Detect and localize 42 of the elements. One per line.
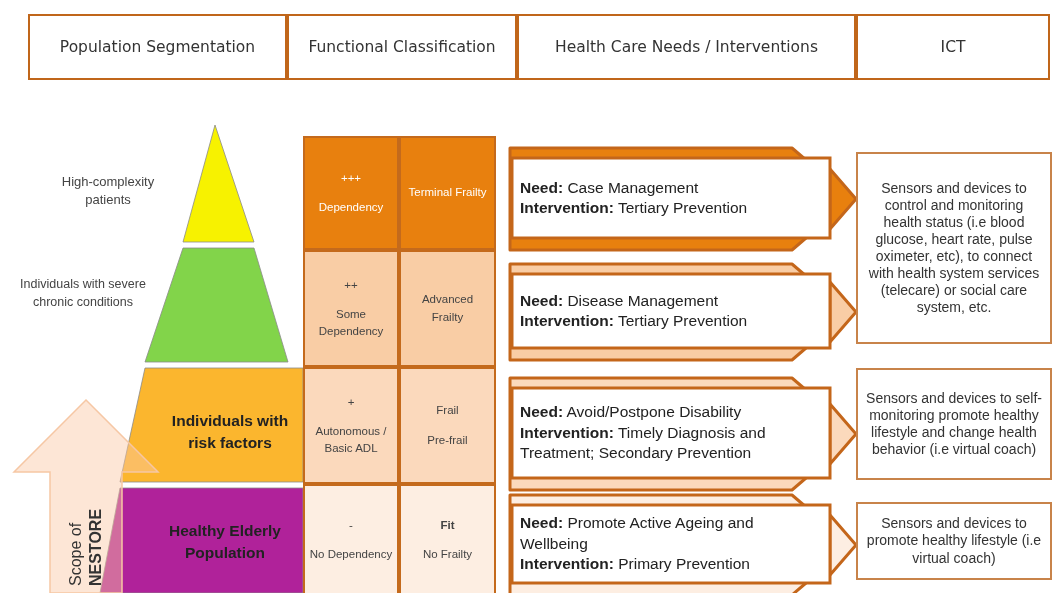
cell-text: Some Dependency — [317, 306, 385, 340]
cell-text: Dependency — [318, 200, 384, 215]
column-header: Health Care Needs / Interventions — [517, 14, 856, 80]
classification-cell — [399, 367, 496, 484]
classification-cell — [399, 136, 496, 250]
tier-label: Individuals with risk factors — [170, 411, 290, 453]
classification-cell — [303, 136, 399, 250]
cell-text: - — [349, 517, 353, 533]
need-intervention-text: Need: Promote Active Ageing and Wellbeing — [520, 513, 755, 554]
classification-cell — [399, 250, 496, 367]
column-header: Functional Classification — [287, 14, 517, 80]
tier-label: Individuals with severe chronic conditions — [19, 276, 147, 311]
classification-cell — [303, 367, 399, 484]
cell-text: + — [347, 394, 355, 410]
classification-cell — [303, 250, 399, 367]
column-header: Population Segmentation — [28, 14, 287, 80]
need-intervention-text: Intervention: Tertiary Prevention — [520, 198, 749, 218]
need-intervention-text: Need: Avoid/Postpone Disability — [520, 402, 743, 423]
ict-description-box: Sensors and devices to promote healthy lifestyle (i.e virtual coach) — [856, 502, 1052, 580]
need-intervention-text: Need: Case Management — [520, 177, 700, 198]
cell-text: Pre-frail — [427, 432, 468, 448]
ict-description-box: Sensors and devices to self-monitoring promote healthy lifestyle and change health behavior (i.e virtual coach) — [856, 368, 1052, 480]
cell-text: No Frailty — [422, 547, 473, 562]
cell-text: Fit — [440, 517, 455, 533]
scope-label: Scope of NESTORE — [66, 507, 105, 586]
need-intervention-text: Intervention: Primary Prevention — [520, 554, 751, 575]
cell-text: Advanced Frailty — [420, 292, 475, 325]
need-intervention-text: Need: Disease Management — [520, 290, 720, 311]
column-header: ICT — [856, 14, 1050, 80]
ict-description-box: Sensors and devices to control and monitoring health status (i.e blood glucose, heart rate, pulse oximeter, etc), to connect with health system services (telecare) or social care system, etc. — [856, 152, 1052, 344]
need-intervention-text: Intervention: Tertiary Prevention — [520, 311, 749, 331]
classification-cell — [303, 484, 399, 593]
cell-text: ++ — [344, 277, 358, 293]
tier-label: High-complexity patients — [60, 173, 156, 210]
need-intervention-text: Intervention: Timely Diagnosis and Treatment; Secondary Prevention — [520, 422, 767, 464]
cell-text: Terminal Frailty — [408, 185, 487, 201]
cell-text: Autonomous / Basic ADL — [314, 423, 388, 457]
cell-text: No Dependency — [309, 547, 393, 562]
classification-cell — [399, 484, 496, 593]
cell-text: Frail — [436, 403, 459, 419]
cell-text: +++ — [340, 170, 362, 186]
tier-label: Healthy Elderly Population — [168, 521, 282, 563]
